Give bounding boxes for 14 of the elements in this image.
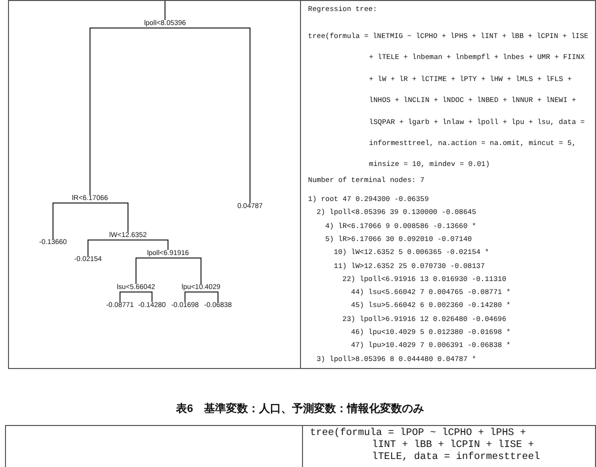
tree-branch-line [136,258,168,284]
tree-branch-line [52,202,90,240]
tree-branch-line [90,28,166,196]
tree-branch-line [90,202,128,232]
tree-branch-line [88,240,128,256]
tree-branch-line [136,292,152,302]
tree-branch-line [168,258,202,284]
tree-branch-line [184,292,202,302]
formula-text: tree(formula = lPOP ~ lCPHO + lPHS + lINT + lBB + lCPIN + lISE + lTELE, data = informesttreel [310,428,542,464]
tree-branch-line [200,292,218,302]
table-caption: 表6 基準変数：人口、予測変数：情報化変数のみ [176,402,424,416]
tree-branch-line [120,292,136,302]
tree-branch-line [128,240,168,250]
tree-branch-line [164,28,250,204]
